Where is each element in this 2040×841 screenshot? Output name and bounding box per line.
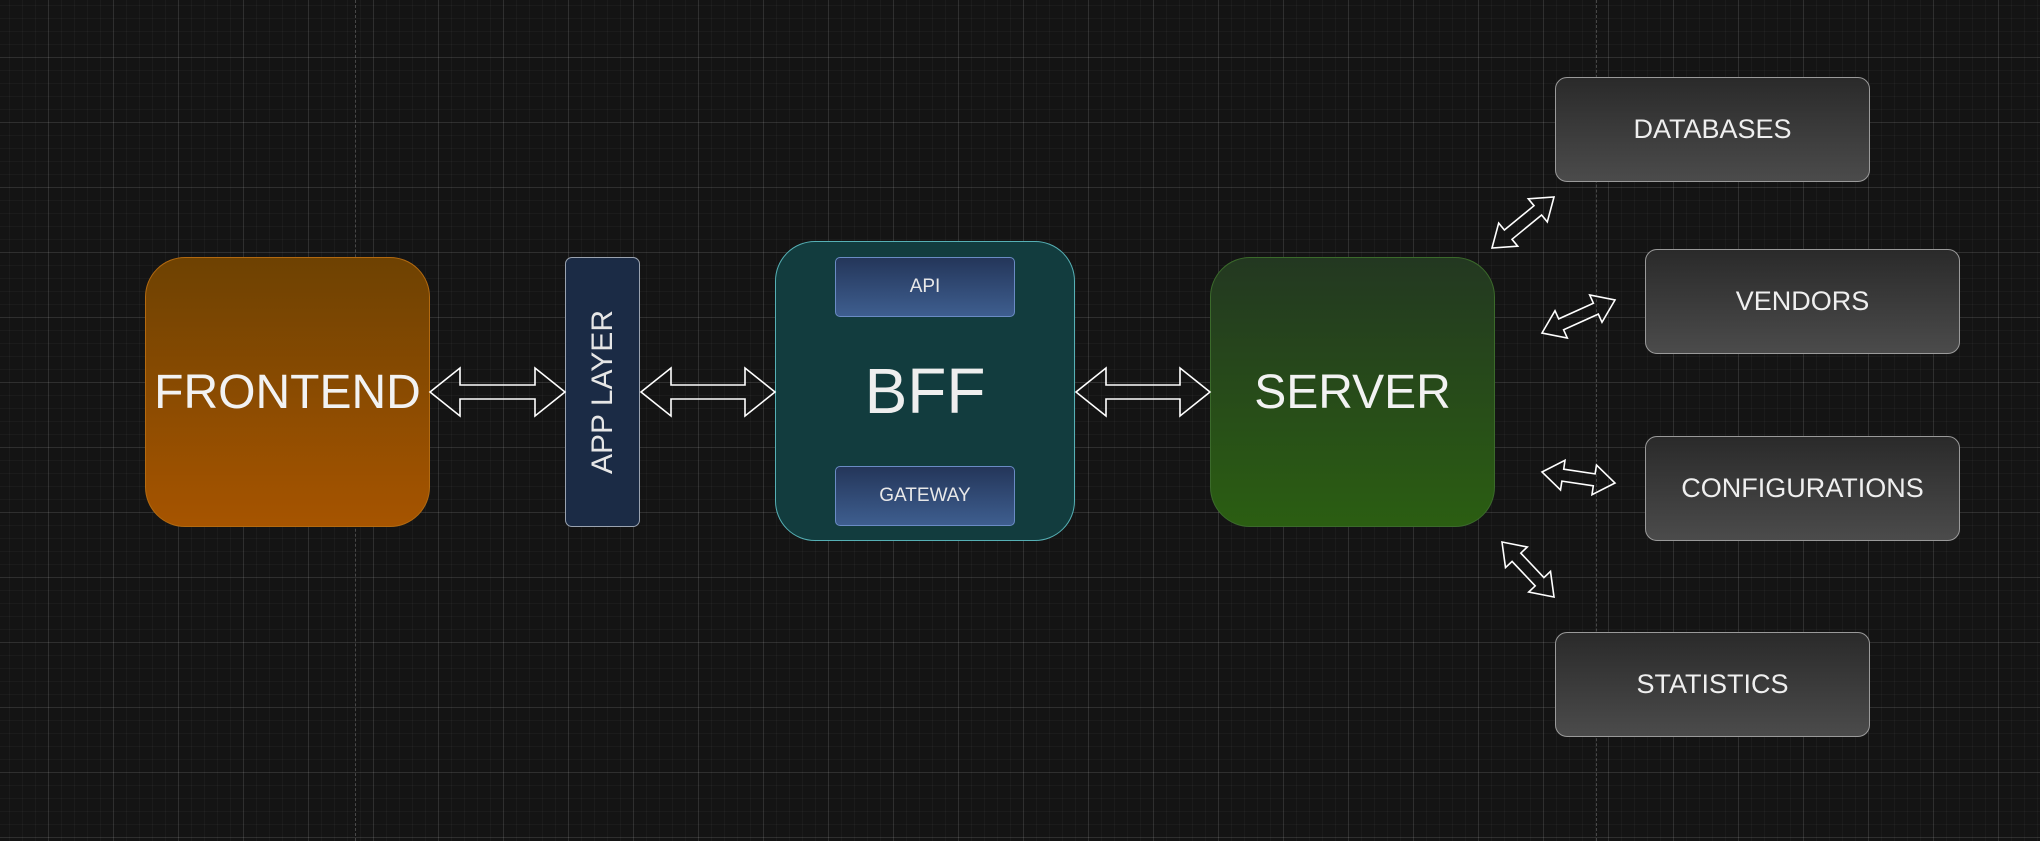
app-layer-node[interactable]: APP LAYER	[565, 257, 640, 527]
frontend-app-layer-arrow[interactable]	[428, 366, 567, 418]
server-node[interactable]: SERVER	[1210, 257, 1495, 527]
bff-label: BFF	[864, 355, 986, 427]
frontend-node[interactable]: FRONTEND	[145, 257, 430, 527]
bff-server-arrow[interactable]	[1074, 366, 1212, 418]
server-configurations-arrow[interactable]	[1540, 458, 1617, 497]
server-label: SERVER	[1254, 365, 1451, 419]
server-vendors-arrow[interactable]	[1540, 293, 1617, 340]
frontend-label: FRONTEND	[154, 365, 421, 419]
server-statistics-arrow[interactable]	[1501, 540, 1555, 599]
guide-line-right	[1596, 0, 1597, 841]
gateway-box[interactable]: GATEWAY	[835, 466, 1015, 526]
configurations-node[interactable]: CONFIGURATIONS	[1645, 436, 1960, 541]
api-label: API	[909, 276, 941, 297]
configurations-label: CONFIGURATIONS	[1681, 473, 1924, 503]
databases-label: DATABASES	[1633, 114, 1792, 144]
vendors-label: VENDORS	[1735, 286, 1870, 316]
statistics-node[interactable]: STATISTICS	[1555, 632, 1870, 737]
databases-node[interactable]: DATABASES	[1555, 77, 1870, 182]
server-databases-arrow[interactable]	[1490, 196, 1556, 249]
vendors-node[interactable]: VENDORS	[1645, 249, 1960, 354]
statistics-label: STATISTICS	[1636, 669, 1789, 699]
api-box[interactable]: API	[835, 257, 1015, 317]
app-layer-bff-arrow[interactable]	[639, 366, 777, 418]
gateway-label: GATEWAY	[879, 485, 971, 506]
